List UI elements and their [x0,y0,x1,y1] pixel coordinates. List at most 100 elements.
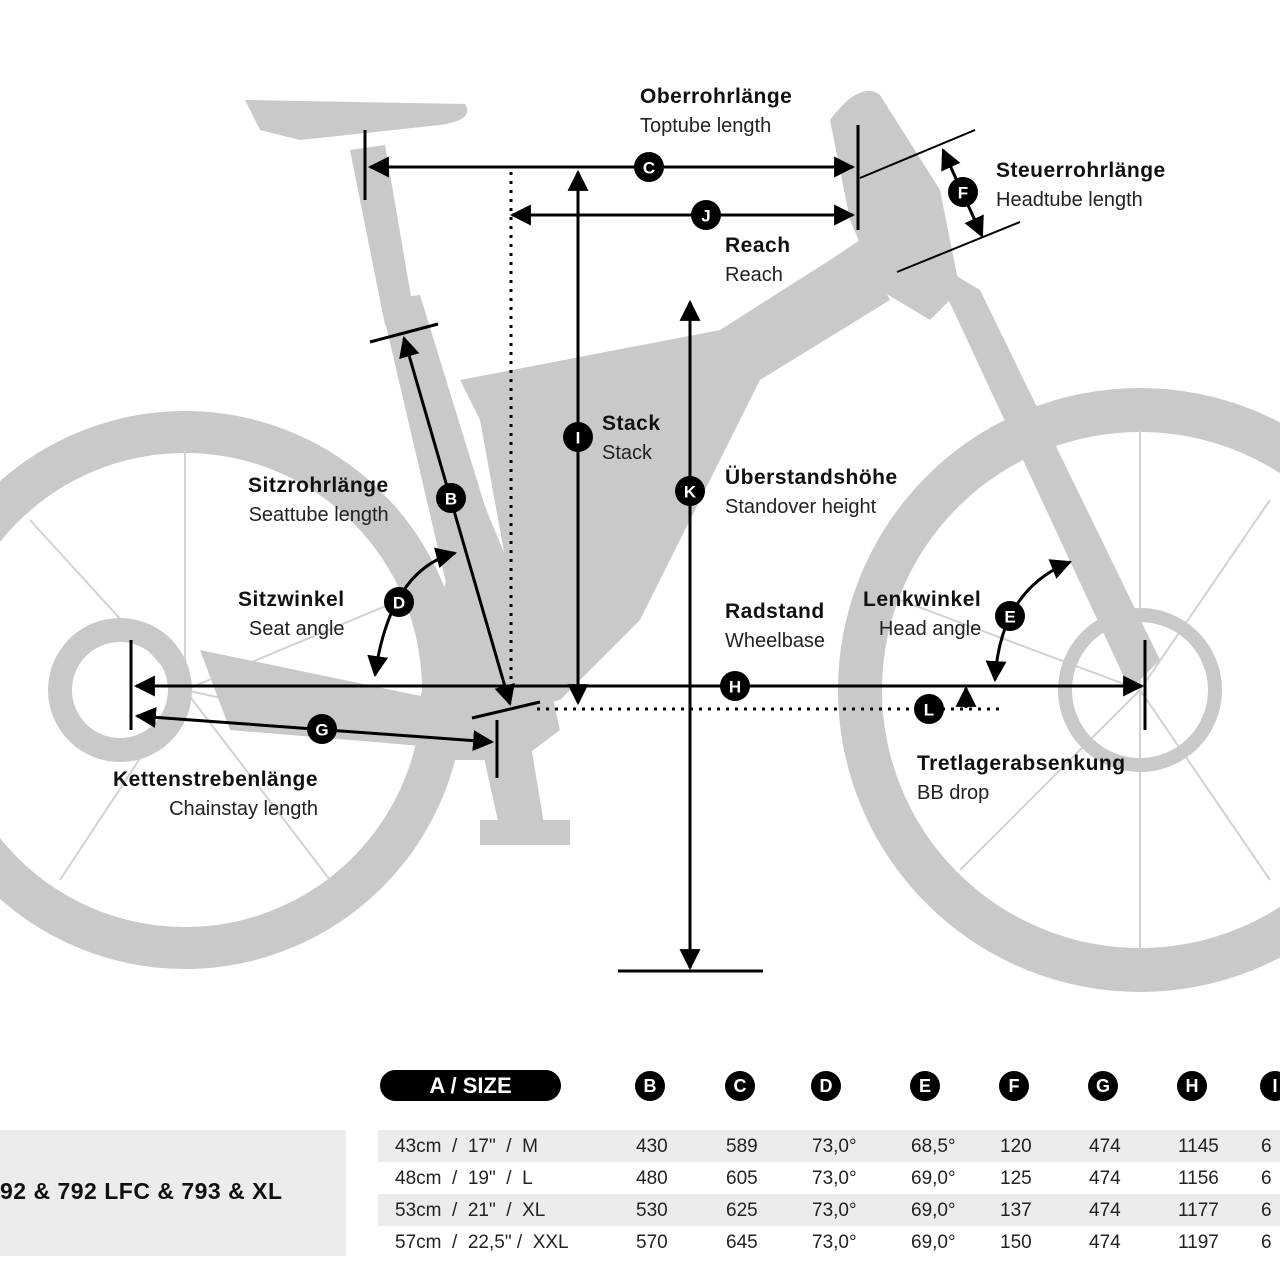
label-de: Steuerrohrlänge [996,159,1166,182]
marker-f: F [948,177,978,207]
svg-text:G: G [315,721,328,740]
value-cell: 73,0° [812,1168,857,1189]
label-en: BB drop [917,782,990,804]
label-de: Überstandshöhe [725,466,898,489]
value-cell: 589 [726,1136,758,1157]
size-cell: 43cm / 17" / M [395,1136,538,1157]
value-cell: 120 [1000,1136,1032,1157]
value-cell: 73,0° [812,1200,857,1221]
size-column-header: A / SIZE [380,1070,561,1101]
value-cell: 1197 [1178,1232,1219,1253]
column-header-f: F [999,1071,1029,1101]
label-de: Sitzwinkel [238,588,345,611]
value-cell: 6 [1261,1168,1272,1189]
value-cell: 6 [1261,1200,1272,1221]
marker-d: D [384,587,414,617]
label-de: Kettenstrebenlänge [113,768,319,791]
table-row: 57cm / 22,5" / XXL 570 645 73,0° 69,0° 150 474… [378,1226,1280,1258]
value-cell: 69,0° [911,1200,956,1221]
svg-text:L: L [924,701,934,720]
label-en: Stack [602,442,653,464]
label-en: Toptube length [640,115,772,137]
label-de: Reach [725,234,791,257]
marker-k: K [675,476,705,506]
svg-text:K: K [684,483,697,502]
marker-c: C [634,152,664,182]
column-header-g: G [1088,1071,1118,1101]
marker-g: G [307,714,337,744]
marker-l: L [914,694,944,724]
value-cell: 150 [1000,1232,1032,1253]
value-cell: 474 [1089,1168,1121,1189]
marker-e: E [995,601,1025,631]
value-cell: 480 [636,1168,668,1189]
marker-h: H [720,671,750,701]
column-header-c: C [725,1071,755,1101]
marker-j: J [691,200,721,230]
table-row: 48cm / 19" / L 480 605 73,0° 69,0° 125 474 1156… [378,1162,1280,1194]
svg-text:C: C [643,159,655,178]
value-cell: 570 [636,1232,668,1253]
value-cell: 6 [1261,1232,1272,1253]
svg-text:I: I [576,429,581,448]
value-cell: 73,0° [812,1232,857,1253]
svg-text:D: D [393,594,405,613]
value-cell: 605 [726,1168,758,1189]
label-en: Standover height [725,496,877,518]
size-cell: 53cm / 21" / XL [395,1200,546,1221]
label-en: Wheelbase [725,630,826,652]
column-header-e: E [910,1071,940,1101]
value-cell: 68,5° [911,1136,956,1157]
model-name-cell: 92 & 792 LFC & 793 & XL [0,1130,346,1256]
label-de: Oberrohrlänge [640,85,793,108]
model-name: 92 & 792 LFC & 793 & XL [0,1178,283,1204]
bike-geometry-diagram: C J F I K B D E H G L [0,90,1280,992]
table-row: 43cm / 17" / M 430 589 73,0° 68,5° 120 474 1145… [378,1130,1280,1162]
svg-text:E: E [1004,608,1015,627]
label-en: Headtube length [996,189,1143,211]
value-cell: 73,0° [812,1136,857,1157]
label-de: Tretlagerabsenkung [917,752,1126,775]
column-header-b: B [635,1071,665,1101]
label-de: Lenkwinkel [863,588,982,611]
size-cell: 48cm / 19" / L [395,1168,533,1189]
label-en: Seat angle [248,618,345,640]
marker-b: B [436,483,466,513]
value-cell: 1145 [1178,1136,1219,1157]
value-cell: 137 [1000,1200,1032,1221]
value-cell: 625 [726,1200,758,1221]
label-en: Seattube length [248,504,389,526]
value-cell: 474 [1089,1232,1121,1253]
size-cell: 57cm / 22,5" / XXL [395,1232,569,1253]
value-cell: 430 [636,1136,668,1157]
label-de: Stack [602,412,661,435]
value-cell: 645 [726,1232,758,1253]
value-cell: 1156 [1178,1168,1219,1189]
value-cell: 125 [1000,1168,1032,1189]
value-cell: 474 [1089,1200,1121,1221]
value-cell: 69,0° [911,1232,956,1253]
marker-i: I [563,422,593,452]
label-bb-drop: Tretlagerabsenkung BB drop [917,753,1126,803]
value-cell: 530 [636,1200,668,1221]
value-cell: 6 [1261,1136,1272,1157]
svg-text:F: F [958,184,968,203]
column-header-d: D [811,1071,841,1101]
value-cell: 69,0° [911,1168,956,1189]
value-cell: 474 [1089,1136,1121,1157]
svg-text:H: H [729,678,741,697]
label-en: Head angle [878,618,982,640]
column-header-i: I [1260,1071,1280,1101]
value-cell: 1177 [1178,1200,1219,1221]
svg-text:B: B [445,490,457,509]
column-header-h: H [1177,1071,1207,1101]
